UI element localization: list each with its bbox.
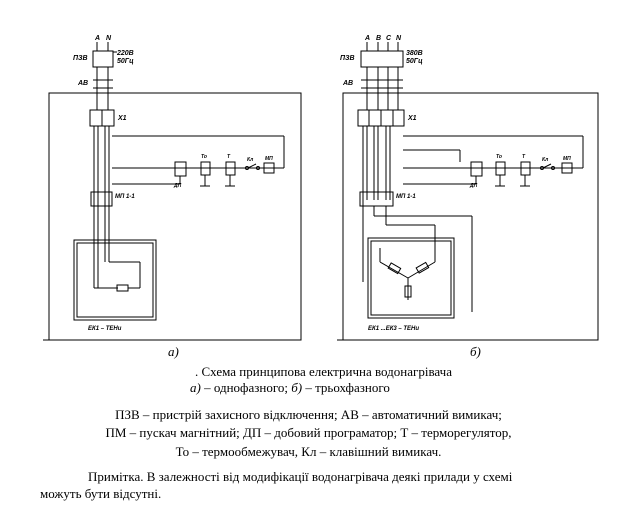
pzv-label-a: ПЗВ [73,55,88,62]
freq-label-b: 50Гц [406,58,423,65]
pzv-device-b [360,50,404,68]
caption-title: . Схема принципова електрична водонагрів… [195,364,452,379]
figure-label-a: а) [168,344,179,359]
legend-line-2: ПМ – пускач магнітний; ДП – добовий прог… [105,425,512,440]
pzv-device-a [92,50,114,68]
heater-label-a: ЕК1 – ТЕНи [88,326,122,332]
dp-label-b: ДП [469,183,478,189]
diagram-b [337,42,599,341]
caption-sub-a-text: – однофазного; [200,380,292,395]
enclosure-frame-a [48,92,302,341]
heater-label-b: ЕК1 ...ЕК3 – ТЕНи [368,326,419,332]
phase-c-label-b: С [386,35,392,42]
caption-sub-b-label: б) [291,380,303,395]
legend-line-1: ПЗВ – пристрій захисного відключення; АВ… [115,407,502,422]
voltage-label-a: 220В [116,50,134,57]
legend-line-3: То – термообмежувач, Кл – клавішний вими… [175,444,442,459]
contactor-label-b: МП 1-1 [396,194,416,200]
caption-sub-b-text: – трьохфазного [302,380,390,395]
contactor-label-a: МП 1-1 [115,194,135,200]
t-label-b: Т [522,154,526,160]
dp-device-a [174,161,187,177]
mp-label-b: МП [563,156,571,162]
to-label-b: То [496,154,502,160]
dp-device-b [470,161,483,177]
caption-sub-a-label: а) [190,380,201,395]
t-label-a: Т [227,154,231,160]
av-label-b: АВ [342,80,353,87]
phase-b-label-b: В [376,35,381,42]
kl-label-b: Кл [542,157,549,163]
phase-a-label-b: А [364,35,370,42]
caption-subtitle: а) – однофазного; б) – трьохфазного [190,380,390,396]
phase-a-label-a: А [94,35,100,42]
voltage-label-b: 380В [406,50,423,57]
figure-label-b: б) [470,344,481,359]
enclosure-frame-b [342,92,599,341]
kl-label-a: Кл [247,157,254,163]
note-line-2: можуть бути відсутні. [40,486,162,501]
av-label-a: АВ [77,80,88,87]
freq-label-a: 50Гц [117,58,134,65]
neutral-label-b: N [396,35,402,42]
heater-box-b [367,237,455,319]
contactor-a [90,191,113,207]
dp-label-a: ДП [173,183,182,189]
note-line-1: Примітка. В залежності від модифікації в… [88,469,513,484]
mp-label-a: МП [265,156,273,162]
x1-label-b: Х1 [407,115,417,122]
heater-box-a [73,239,157,321]
to-label-a: То [201,154,207,160]
x1-label-a: Х1 [117,115,127,122]
contactor-b [359,191,394,207]
pzv-label-b: ПЗВ [340,55,355,62]
diagram-a [43,42,302,341]
neutral-label-a: N [106,35,112,42]
